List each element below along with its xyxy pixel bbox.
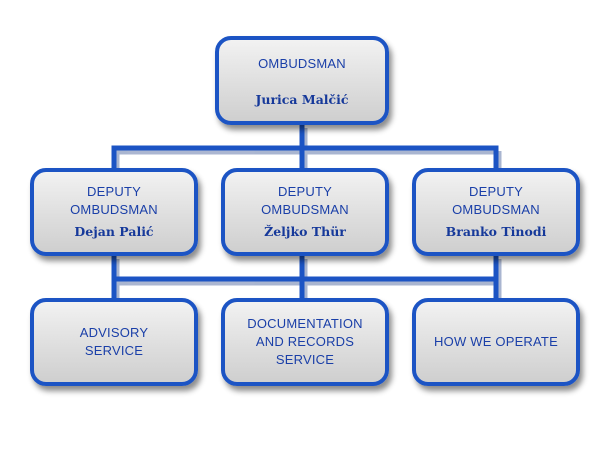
deputy-name: Dejan Palić bbox=[74, 224, 154, 239]
deputy-name: Željko Thür bbox=[264, 224, 346, 239]
service-label: ADVISORY SERVICE bbox=[79, 325, 149, 358]
deputy-ombudsman-box-3[interactable]: DEPUTY OMBUDSMAN Branko Tinodi bbox=[412, 168, 580, 256]
ombudsman-role: OMBUDSMAN bbox=[258, 55, 346, 71]
documentation-records-service-box[interactable]: DOCUMENTATION AND RECORDS SERVICE bbox=[221, 298, 389, 386]
deputy-role: DEPUTY OMBUDSMAN bbox=[452, 184, 540, 217]
service-label: HOW WE OPERATE bbox=[434, 334, 558, 349]
advisory-service-box[interactable]: ADVISORY SERVICE bbox=[30, 298, 198, 386]
deputy-ombudsman-box-2[interactable]: DEPUTY OMBUDSMAN Željko Thür bbox=[221, 168, 389, 256]
deputy-name: Branko Tinodi bbox=[445, 224, 547, 239]
deputy-ombudsman-box-1[interactable]: DEPUTY OMBUDSMAN Dejan Palić bbox=[30, 168, 198, 256]
ombudsman-name: Jurica Malčić bbox=[255, 91, 349, 107]
ombudsman-box[interactable]: OMBUDSMAN Jurica Malčić bbox=[215, 36, 389, 125]
service-label: DOCUMENTATION AND RECORDS SERVICE bbox=[247, 316, 363, 367]
deputy-role: DEPUTY OMBUDSMAN bbox=[70, 184, 158, 217]
deputy-role: DEPUTY OMBUDSMAN bbox=[261, 184, 349, 217]
how-we-operate-box[interactable]: HOW WE OPERATE bbox=[412, 298, 580, 386]
